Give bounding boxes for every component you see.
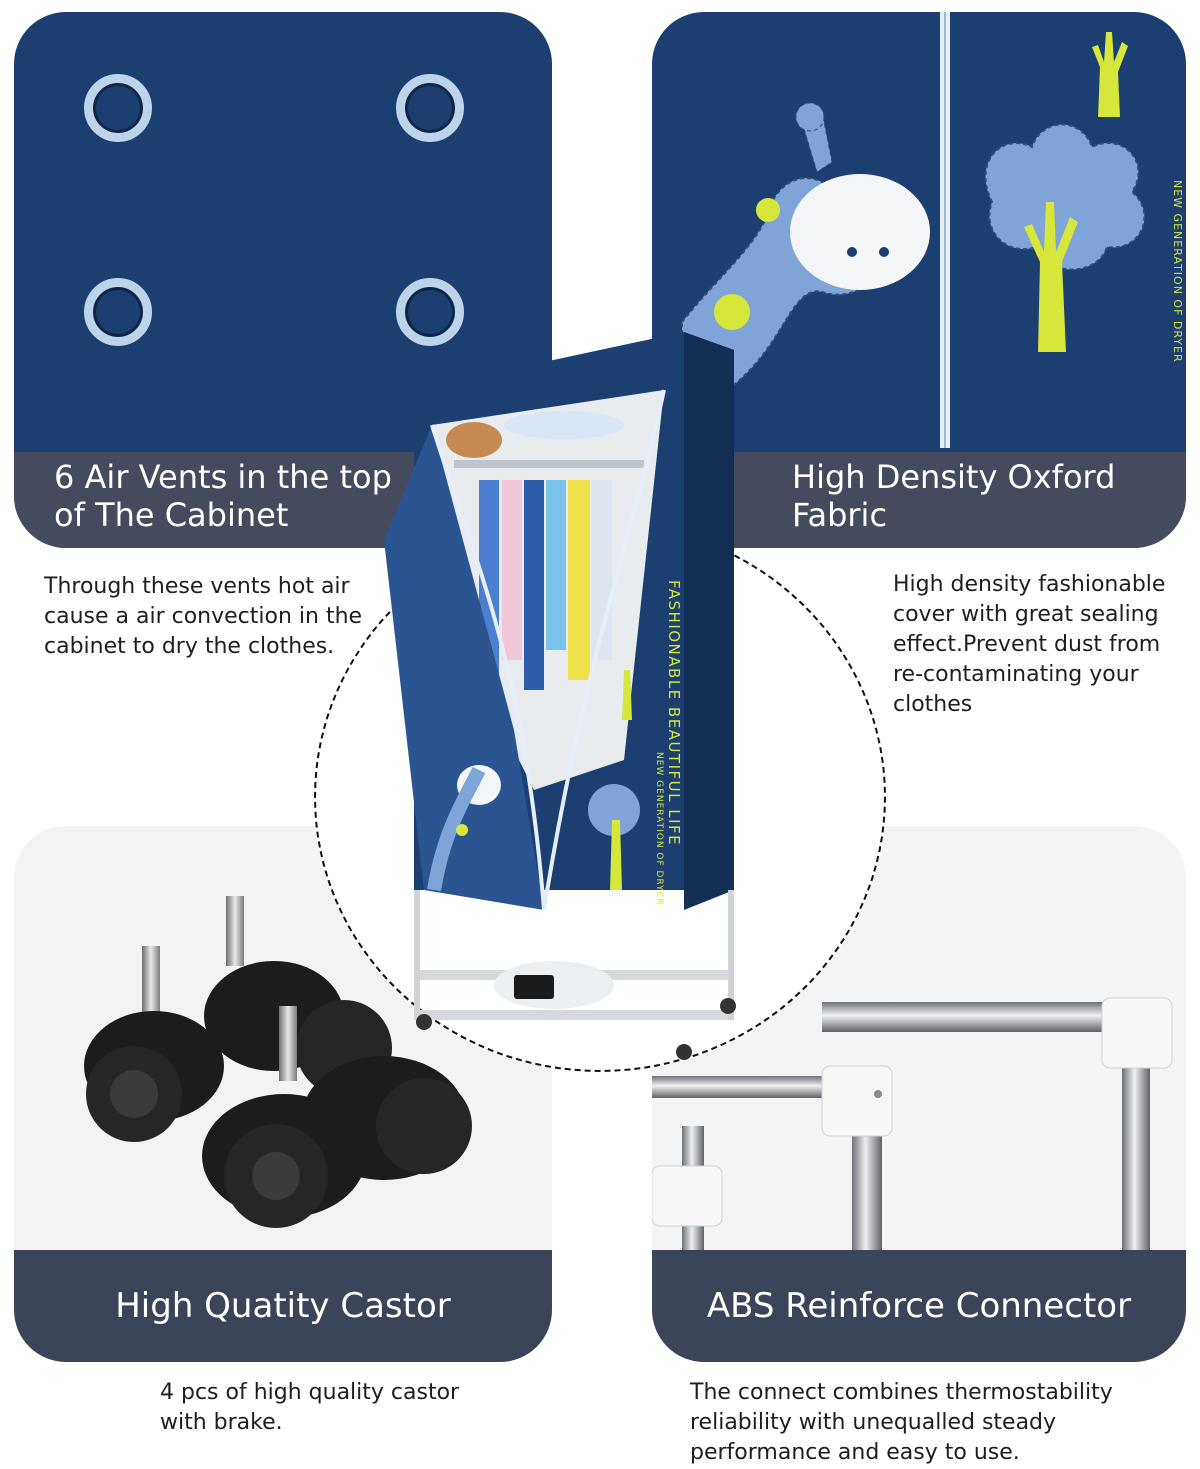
caption-bar <box>14 1250 552 1362</box>
connector-caption: ABS Reinforce Connector <box>706 1286 1132 1326</box>
caption-bar <box>652 452 1186 548</box>
castor-wheels-illustration <box>84 896 472 1228</box>
air-vents-description: Through these vents hot air cause a air … <box>44 574 363 659</box>
air-vent-icon <box>396 278 464 346</box>
oxford-fabric-caption: High Density Oxford Fabric <box>792 458 1116 534</box>
cover-print-sub: NEW GENERATION OF DRYER <box>654 752 664 906</box>
air-vent-icon <box>396 74 464 142</box>
cover-print-main: FASHIONABLE BEAUTIFUL LIFE <box>665 580 683 847</box>
air-vents-caption: 6 Air Vents in the top of The Cabinet <box>54 458 392 534</box>
abs-connector-illustration <box>652 997 1173 1250</box>
air-vent-icon <box>84 74 152 142</box>
caption-bar <box>652 1250 1186 1362</box>
clothes-dryer-product-image <box>384 332 736 1060</box>
castor-caption: High Quatity Castor <box>115 1286 451 1326</box>
castor-description: 4 pcs of high quality castor with brake. <box>160 1380 460 1435</box>
air-vent-icon <box>84 278 152 346</box>
connector-description: The connect combines thermostability rel… <box>690 1380 1113 1465</box>
oxford-fabric-panel: NEW GENERATION OF DRYER High Density Oxf… <box>652 12 1186 548</box>
fabric-print-text: NEW GENERATION OF DRYER <box>1171 180 1184 363</box>
oxford-fabric-description: High density fashionable cover with grea… <box>893 572 1166 717</box>
castor-panel: High Quatity Castor <box>14 826 552 1362</box>
